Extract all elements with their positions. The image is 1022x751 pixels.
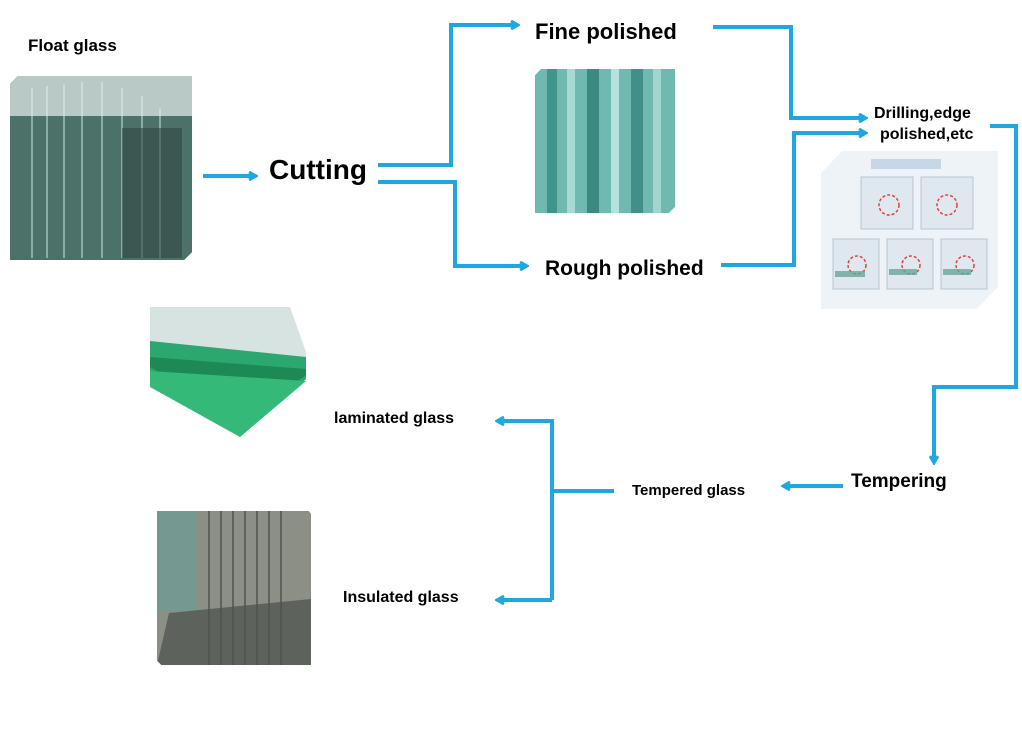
- label-laminated-glass: laminated glass: [334, 410, 455, 427]
- label-float-glass: Float glass: [28, 36, 117, 55]
- fine-polished-photo: [527, 61, 683, 221]
- arrow-to-laminated: [498, 421, 554, 600]
- arrow-fine-to-drilling: [713, 25, 865, 118]
- arrow-rough-to-drilling: [721, 133, 865, 267]
- float-glass-photo: [2, 68, 200, 268]
- product-detail-photo: [821, 151, 998, 309]
- label-insulated-glass: Insulated glass: [343, 589, 459, 606]
- arrow-cutting-to-fine: [378, 25, 517, 167]
- label-cutting: Cutting: [269, 154, 367, 185]
- arrow-drilling-to-tempering: [934, 124, 1018, 462]
- label-drilling-line2: polished,etc: [880, 126, 974, 143]
- label-tempered-glass: Tempered glass: [632, 482, 746, 499]
- label-rough-polished: Rough polished: [545, 257, 704, 280]
- laminated-glass-photo: [140, 297, 316, 473]
- arrow-cutting-to-rough: [378, 180, 526, 266]
- label-fine-polished: Fine polished: [535, 19, 677, 44]
- insulated-glass-photo: [149, 503, 319, 673]
- label-drilling-line1: Drilling,edge: [874, 105, 971, 122]
- label-tempering: Tempering: [851, 471, 947, 492]
